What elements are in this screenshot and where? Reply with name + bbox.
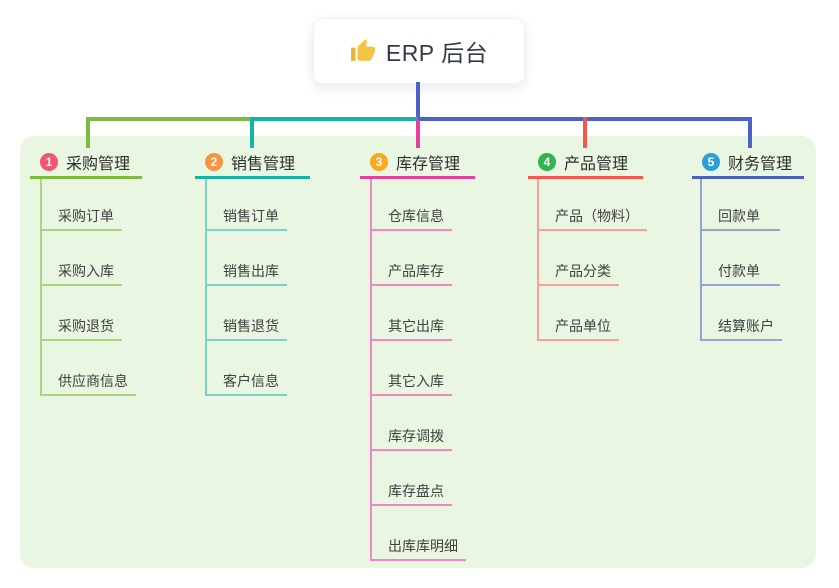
branch-group-panel bbox=[20, 136, 816, 568]
root-connector-line bbox=[416, 82, 420, 121]
child-node[interactable]: 出库库明细 bbox=[370, 533, 466, 561]
branch-drop-purchase bbox=[86, 117, 90, 148]
child-node[interactable]: 客户信息 bbox=[205, 368, 287, 396]
branch-badge: 3 bbox=[370, 153, 388, 171]
branch-node-purchase[interactable]: 1 采购管理 bbox=[30, 148, 142, 179]
branch-drop-inventory bbox=[416, 120, 420, 148]
branch-spine-inventory bbox=[370, 179, 372, 561]
child-node[interactable]: 其它入库 bbox=[370, 368, 452, 396]
child-node[interactable]: 产品单位 bbox=[537, 313, 619, 341]
branch-drop-sales bbox=[250, 117, 254, 148]
branch-node-product[interactable]: 4 产品管理 bbox=[528, 148, 643, 179]
branch-label: 采购管理 bbox=[66, 156, 131, 173]
child-node[interactable]: 库存盘点 bbox=[370, 478, 452, 506]
branch-label: 销售管理 bbox=[231, 156, 296, 173]
child-node[interactable]: 回款单 bbox=[700, 203, 780, 231]
root-node[interactable]: ERP 后台 bbox=[313, 18, 525, 84]
child-node[interactable]: 供应商信息 bbox=[40, 368, 136, 396]
child-node[interactable]: 付款单 bbox=[700, 258, 780, 286]
child-node[interactable]: 产品（物料） bbox=[537, 203, 647, 231]
branch-spine-finance bbox=[700, 179, 702, 341]
child-node[interactable]: 产品库存 bbox=[370, 258, 452, 286]
child-node[interactable]: 结算账户 bbox=[700, 313, 782, 341]
branch-label: 库存管理 bbox=[396, 156, 461, 173]
branch-node-finance[interactable]: 5 财务管理 bbox=[692, 148, 804, 179]
child-node[interactable]: 销售出库 bbox=[205, 258, 287, 286]
child-node[interactable]: 库存调拨 bbox=[370, 423, 452, 451]
branch-badge: 5 bbox=[702, 153, 720, 171]
child-node[interactable]: 销售订单 bbox=[205, 203, 287, 231]
branch-spine-sales bbox=[205, 179, 207, 396]
child-node[interactable]: 采购退货 bbox=[40, 313, 122, 341]
branch-spine-purchase bbox=[40, 179, 42, 396]
child-node[interactable]: 其它出库 bbox=[370, 313, 452, 341]
branch-node-sales[interactable]: 2 销售管理 bbox=[195, 148, 310, 179]
child-node[interactable]: 销售退货 bbox=[205, 313, 287, 341]
child-node[interactable]: 采购入库 bbox=[40, 258, 122, 286]
child-node[interactable]: 仓库信息 bbox=[370, 203, 452, 231]
branch-badge: 1 bbox=[40, 153, 58, 171]
branch-badge: 2 bbox=[205, 153, 223, 171]
child-node[interactable]: 采购订单 bbox=[40, 203, 122, 231]
branch-badge: 4 bbox=[538, 153, 556, 171]
child-node[interactable]: 产品分类 bbox=[537, 258, 619, 286]
thumbs-up-icon bbox=[350, 38, 376, 64]
branch-drop-product bbox=[583, 117, 587, 148]
bus-segment-sales bbox=[250, 117, 420, 121]
branch-drop-finance bbox=[748, 117, 752, 148]
branch-spine-product bbox=[537, 179, 539, 341]
branch-label: 产品管理 bbox=[564, 156, 629, 173]
bus-segment-purchase bbox=[86, 117, 252, 121]
branch-node-inventory[interactable]: 3 库存管理 bbox=[360, 148, 475, 179]
branch-label: 财务管理 bbox=[728, 156, 793, 173]
root-node-label: ERP 后台 bbox=[385, 40, 489, 66]
